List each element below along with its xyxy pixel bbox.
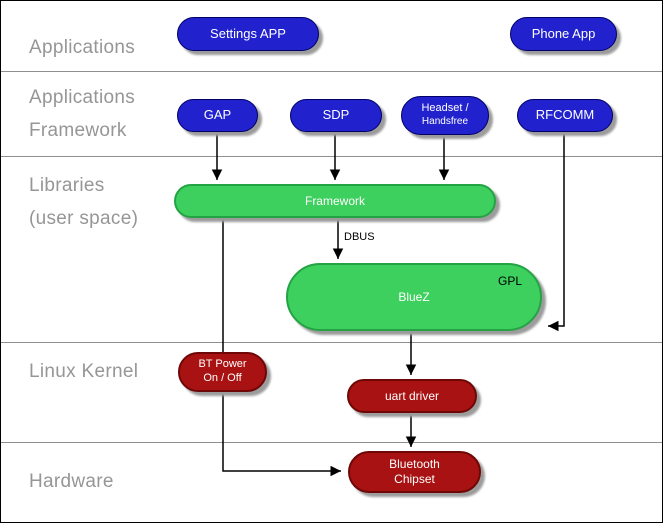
node-label: Chipset xyxy=(394,472,435,486)
node-bluetooth-chipset: Bluetooth Chipset xyxy=(348,451,481,493)
node-label: On / Off xyxy=(203,372,242,384)
gpl-badge: GPL xyxy=(497,274,522,288)
arrow-framework-btpower-to-chipset xyxy=(222,218,341,477)
node-phone-app: Phone App xyxy=(510,17,617,51)
node-label: Headset / xyxy=(421,102,469,115)
node-label: Handsfree xyxy=(421,116,469,128)
node-uart-driver: uart driver xyxy=(347,379,477,413)
node-label: GAP xyxy=(203,107,232,123)
divider-below-kernel xyxy=(1,442,662,443)
edge-label-dbus: DBUS xyxy=(344,231,375,243)
node-sdp: SDP xyxy=(290,99,382,132)
node-framework: Framework xyxy=(174,184,496,218)
node-label: Phone App xyxy=(531,25,596,41)
divider-below-applications xyxy=(1,71,662,72)
layer-label-libraries: Libraries (user space) xyxy=(29,169,138,235)
node-label: Framework xyxy=(304,193,365,208)
node-bluez: BlueZ GPL xyxy=(286,263,542,331)
node-settings-app: Settings APP xyxy=(177,17,319,51)
layer-label-line: Applications xyxy=(29,87,136,108)
node-label: uart driver xyxy=(384,388,440,403)
layer-label-applications: Applications xyxy=(29,31,135,64)
node-rfcomm: RFCOMM xyxy=(517,99,613,132)
layer-label-line: Libraries xyxy=(29,175,105,196)
node-label: BT Power xyxy=(198,358,247,371)
node-gap: GAP xyxy=(177,99,258,132)
node-label: RFCOMM xyxy=(535,107,595,123)
node-label: BlueZ xyxy=(398,289,430,304)
node-headset-handsfree: Headset / Handsfree xyxy=(401,96,489,135)
node-label: Bluetooth xyxy=(389,457,440,471)
node-label: SDP xyxy=(322,107,350,123)
layer-label-line: (user space) xyxy=(29,208,139,229)
layer-label-linux-kernel: Linux Kernel xyxy=(29,355,138,388)
layer-label-hardware: Hardware xyxy=(29,465,114,498)
layer-label-line: Framework xyxy=(29,120,127,141)
layer-label-line: Applications xyxy=(29,37,136,58)
layer-label-line: Hardware xyxy=(29,471,114,492)
divider-below-libraries xyxy=(1,342,662,343)
layer-label-applications-framework: Applications Framework xyxy=(29,81,135,147)
node-bt-power: BT Power On / Off xyxy=(178,352,267,392)
layer-label-line: Linux Kernel xyxy=(29,361,139,382)
divider-below-app-framework xyxy=(1,156,662,157)
arrow-rfcomm-to-bluez xyxy=(548,132,565,332)
node-label: Settings APP xyxy=(210,25,286,41)
